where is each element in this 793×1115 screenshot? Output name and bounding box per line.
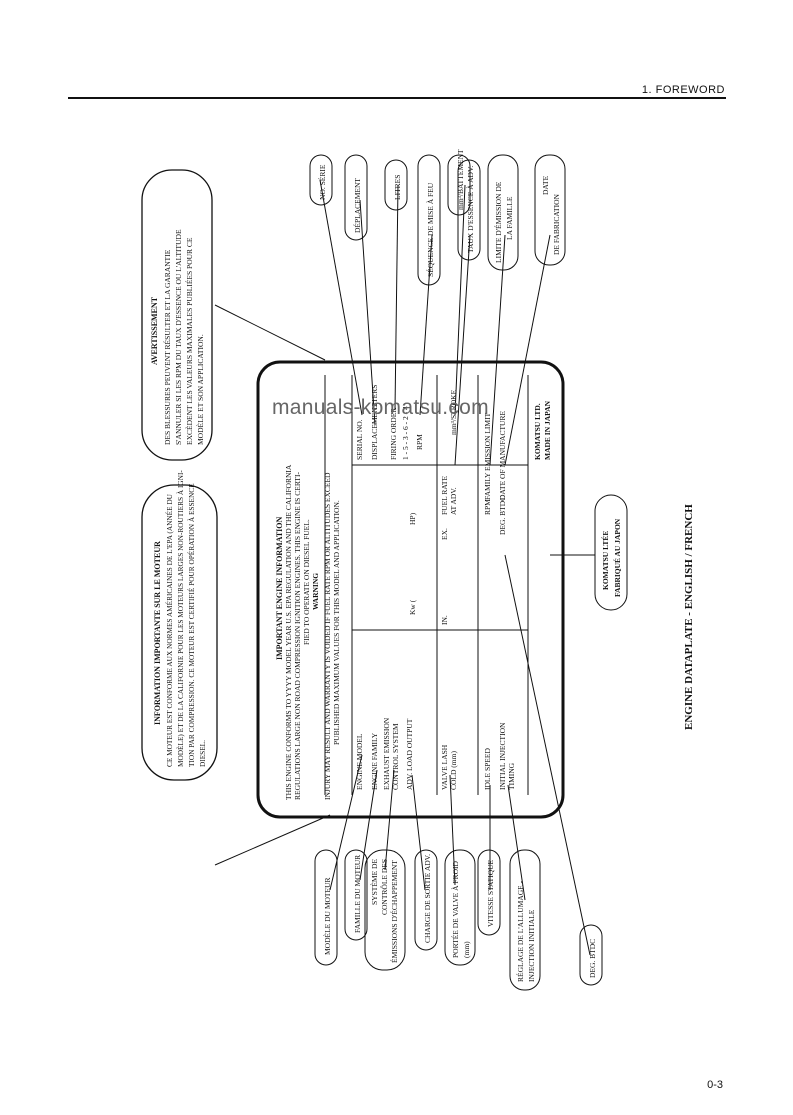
label-komatsu-ltd: KOMATSU LTD. [533,403,542,460]
svg-text:PORTÉE DE VALVE À FROID: PORTÉE DE VALVE À FROID [450,860,460,958]
label-rpm: RPM [415,434,424,450]
svg-text:TAUX D'ESSENCE À ADV.: TAUX D'ESSENCE À ADV. [465,166,475,253]
label-timing: TIMING [507,762,516,790]
svg-text:LA FAMILLE: LA FAMILLE [505,196,514,240]
label-kw: Kw ( [408,599,417,615]
svg-text:EXCÈDENT LES VALEURS MAXIMALES: EXCÈDENT LES VALEURS MAXIMALES PUBLIÉES … [184,237,194,445]
label-displacement: DISPLACEMENT [370,402,379,460]
leader-lines [214,179,595,956]
plate-warn-1: INJURY MAY RESULT AND WARRANTY IS VOIDED… [323,472,332,800]
label-engine-family: ENGINE FAMILY [370,732,379,790]
svg-text:SYSTÈME DE: SYSTÈME DE [369,859,379,905]
label-initial-injection: INITIAL INJECTION [498,722,507,790]
svg-text:AVERTISSEMENT: AVERTISSEMENT [150,296,159,365]
label-at-adv: AT ADV. [449,487,458,515]
plate-line-2: REGULATIONS LARGE NON ROAD COMPRESSION I… [293,472,302,800]
label-valve-lash: VALVE LASH [440,744,449,790]
svg-text:INJECTION INITIALE: INJECTION INITIALE [527,909,536,982]
svg-text:CONTRÔLE DES: CONTRÔLE DES [379,859,389,915]
callout-information: INFORMATION IMPORTANTE SUR LE MOTEUR CE … [141,470,218,781]
svg-text:FABRIQUÉ AU JAPON: FABRIQUÉ AU JAPON [612,518,622,597]
svg-text:DATE: DATE [541,175,550,195]
svg-text:LIMITE D'ÉMISSION DE: LIMITE D'ÉMISSION DE [493,181,503,263]
plate-line-1: THIS ENGINE CONFORMS TO YYYY MODEL YEAR … [284,464,293,800]
svg-text:SÉQUENCE DE MISE À FEU: SÉQUENCE DE MISE À FEU [425,182,435,277]
header-rule [68,97,726,99]
svg-text:MODÈLE ET SON APPLICATION.: MODÈLE ET SON APPLICATION. [195,334,205,445]
label-date-mfg: DATE OF MANUFACTURE [498,411,507,500]
svg-text:S'ANNULER SI LES RPM DU TAUX D: S'ANNULER SI LES RPM DU TAUX D'ESSENCE O… [174,229,183,445]
dataplate: IMPORTANT ENGINE INFORMATION THIS ENGINE… [256,360,565,819]
svg-text:MODÈLE) ET DE LA CALIFORNIE PO: MODÈLE) ET DE LA CALIFORNIE POUR LES MOT… [175,470,185,767]
svg-text:DIESEL.: DIESEL. [198,740,207,767]
svg-text:FAMILLE DU MOTEUR: FAMILLE DU MOTEUR [353,855,362,933]
label-family-limit: FAMILY EMISSION LIMIT [483,412,492,500]
svg-text:(mm): (mm) [462,941,471,958]
plate-warning: WARNING [311,573,320,610]
label-idle-speed: IDLE SPEED [483,748,492,790]
page-number: 0-3 [707,1079,723,1091]
callout-avertissement: AVERTISSEMENT DES BLESSURES PEUVENT RÉSU… [141,169,213,461]
svg-text:DÉPLACEMENT: DÉPLACEMENT [352,178,362,233]
plate-title: IMPORTANT ENGINE INFORMATION [275,516,284,660]
svg-text:DEG. BTDC: DEG. BTDC [588,939,597,978]
svg-text:KOMATSU LTÉE: KOMATSU LTÉE [600,531,610,590]
label-firing-order: FIRING ORDER [389,408,398,460]
svg-text:VITESSE STATIQUE: VITESSE STATIQUE [486,859,495,927]
label-hp: HP) [408,512,417,525]
svg-text:RÉGLAGE DE L'ALLUMAGE -: RÉGLAGE DE L'ALLUMAGE - [515,880,525,982]
svg-text:TION PAR COMPRESSION. CE MOTEU: TION PAR COMPRESSION. CE MOTEUR EST CERT… [186,483,196,767]
figure-caption: ENGINE DATAPLATE - ENGLISH / FRENCH [683,504,695,730]
label-deg-btdc: DEG. BTDC [498,496,507,535]
watermark: manuals-komatsu.com [272,396,489,419]
svg-text:NO. SÉRIE: NO. SÉRIE [317,164,327,200]
label-firing-seq: 1 - 5 - 3 - 6 - 2 - 4 [401,406,410,460]
callouts-top: NO. SÉRIE DÉPLACEMENT LITRES SÉQUENCE DE… [309,149,628,611]
label-fuel-rate: FUEL RATE [440,475,449,515]
label-control-system: CONTROL SYSTEM [391,723,400,790]
label-rpm-2: RPM [483,499,492,515]
label-serial-no: SERIAL NO. [355,419,364,460]
label-in: IN. [440,615,449,625]
label-ex: EX. [440,528,449,540]
label-mm3-stroke: mm³/STROKE [449,389,458,435]
svg-text:mm³/BATTEMENT: mm³/BATTEMENT [456,149,465,210]
svg-text:DE FABRICATION: DE FABRICATION [552,194,561,255]
plate-line-3: FIED TO OPERATE ON DIESEL FUEL. [302,519,311,645]
label-adv-load: ADV. LOAD OUTPUT [405,718,414,790]
section-title: 1. FOREWORD [641,84,725,96]
label-exhaust: EXHAUST EMISSION [382,717,391,790]
label-engine-model: ENGINE MODEL [355,733,364,790]
svg-text:INFORMATION IMPORTANTE SUR LE: INFORMATION IMPORTANTE SUR LE MOTEUR [153,541,162,725]
svg-text:CHARGE DE SORTIE ADV.: CHARGE DE SORTIE ADV. [423,854,432,943]
plate-warn-2: PUBLISHED MAXIMUM VALUES FOR THIS MODEL … [332,500,341,745]
svg-text:MODÈLE DU MOTEUR: MODÈLE DU MOTEUR [322,878,332,956]
label-liters: LITERS [370,385,379,410]
label-made-in-japan: MADE IN JAPAN [543,400,552,460]
callouts-bottom: MODÈLE DU MOTEUR FAMILLE DU MOTEUR SYSTÈ… [314,849,603,991]
svg-text:ÉMISSIONS D'ÉCHAPPEMENT: ÉMISSIONS D'ÉCHAPPEMENT [389,860,399,963]
label-cold-mm: COLD (mm) [449,751,458,790]
svg-text:DES BLESSURES PEUVENT RÉSULTER: DES BLESSURES PEUVENT RÉSULTER ET LA GAR… [162,249,172,445]
svg-text:CE MOTEUR EST CONFORME AUX NOR: CE MOTEUR EST CONFORME AUX NORMES AMÉRIC… [164,493,174,767]
